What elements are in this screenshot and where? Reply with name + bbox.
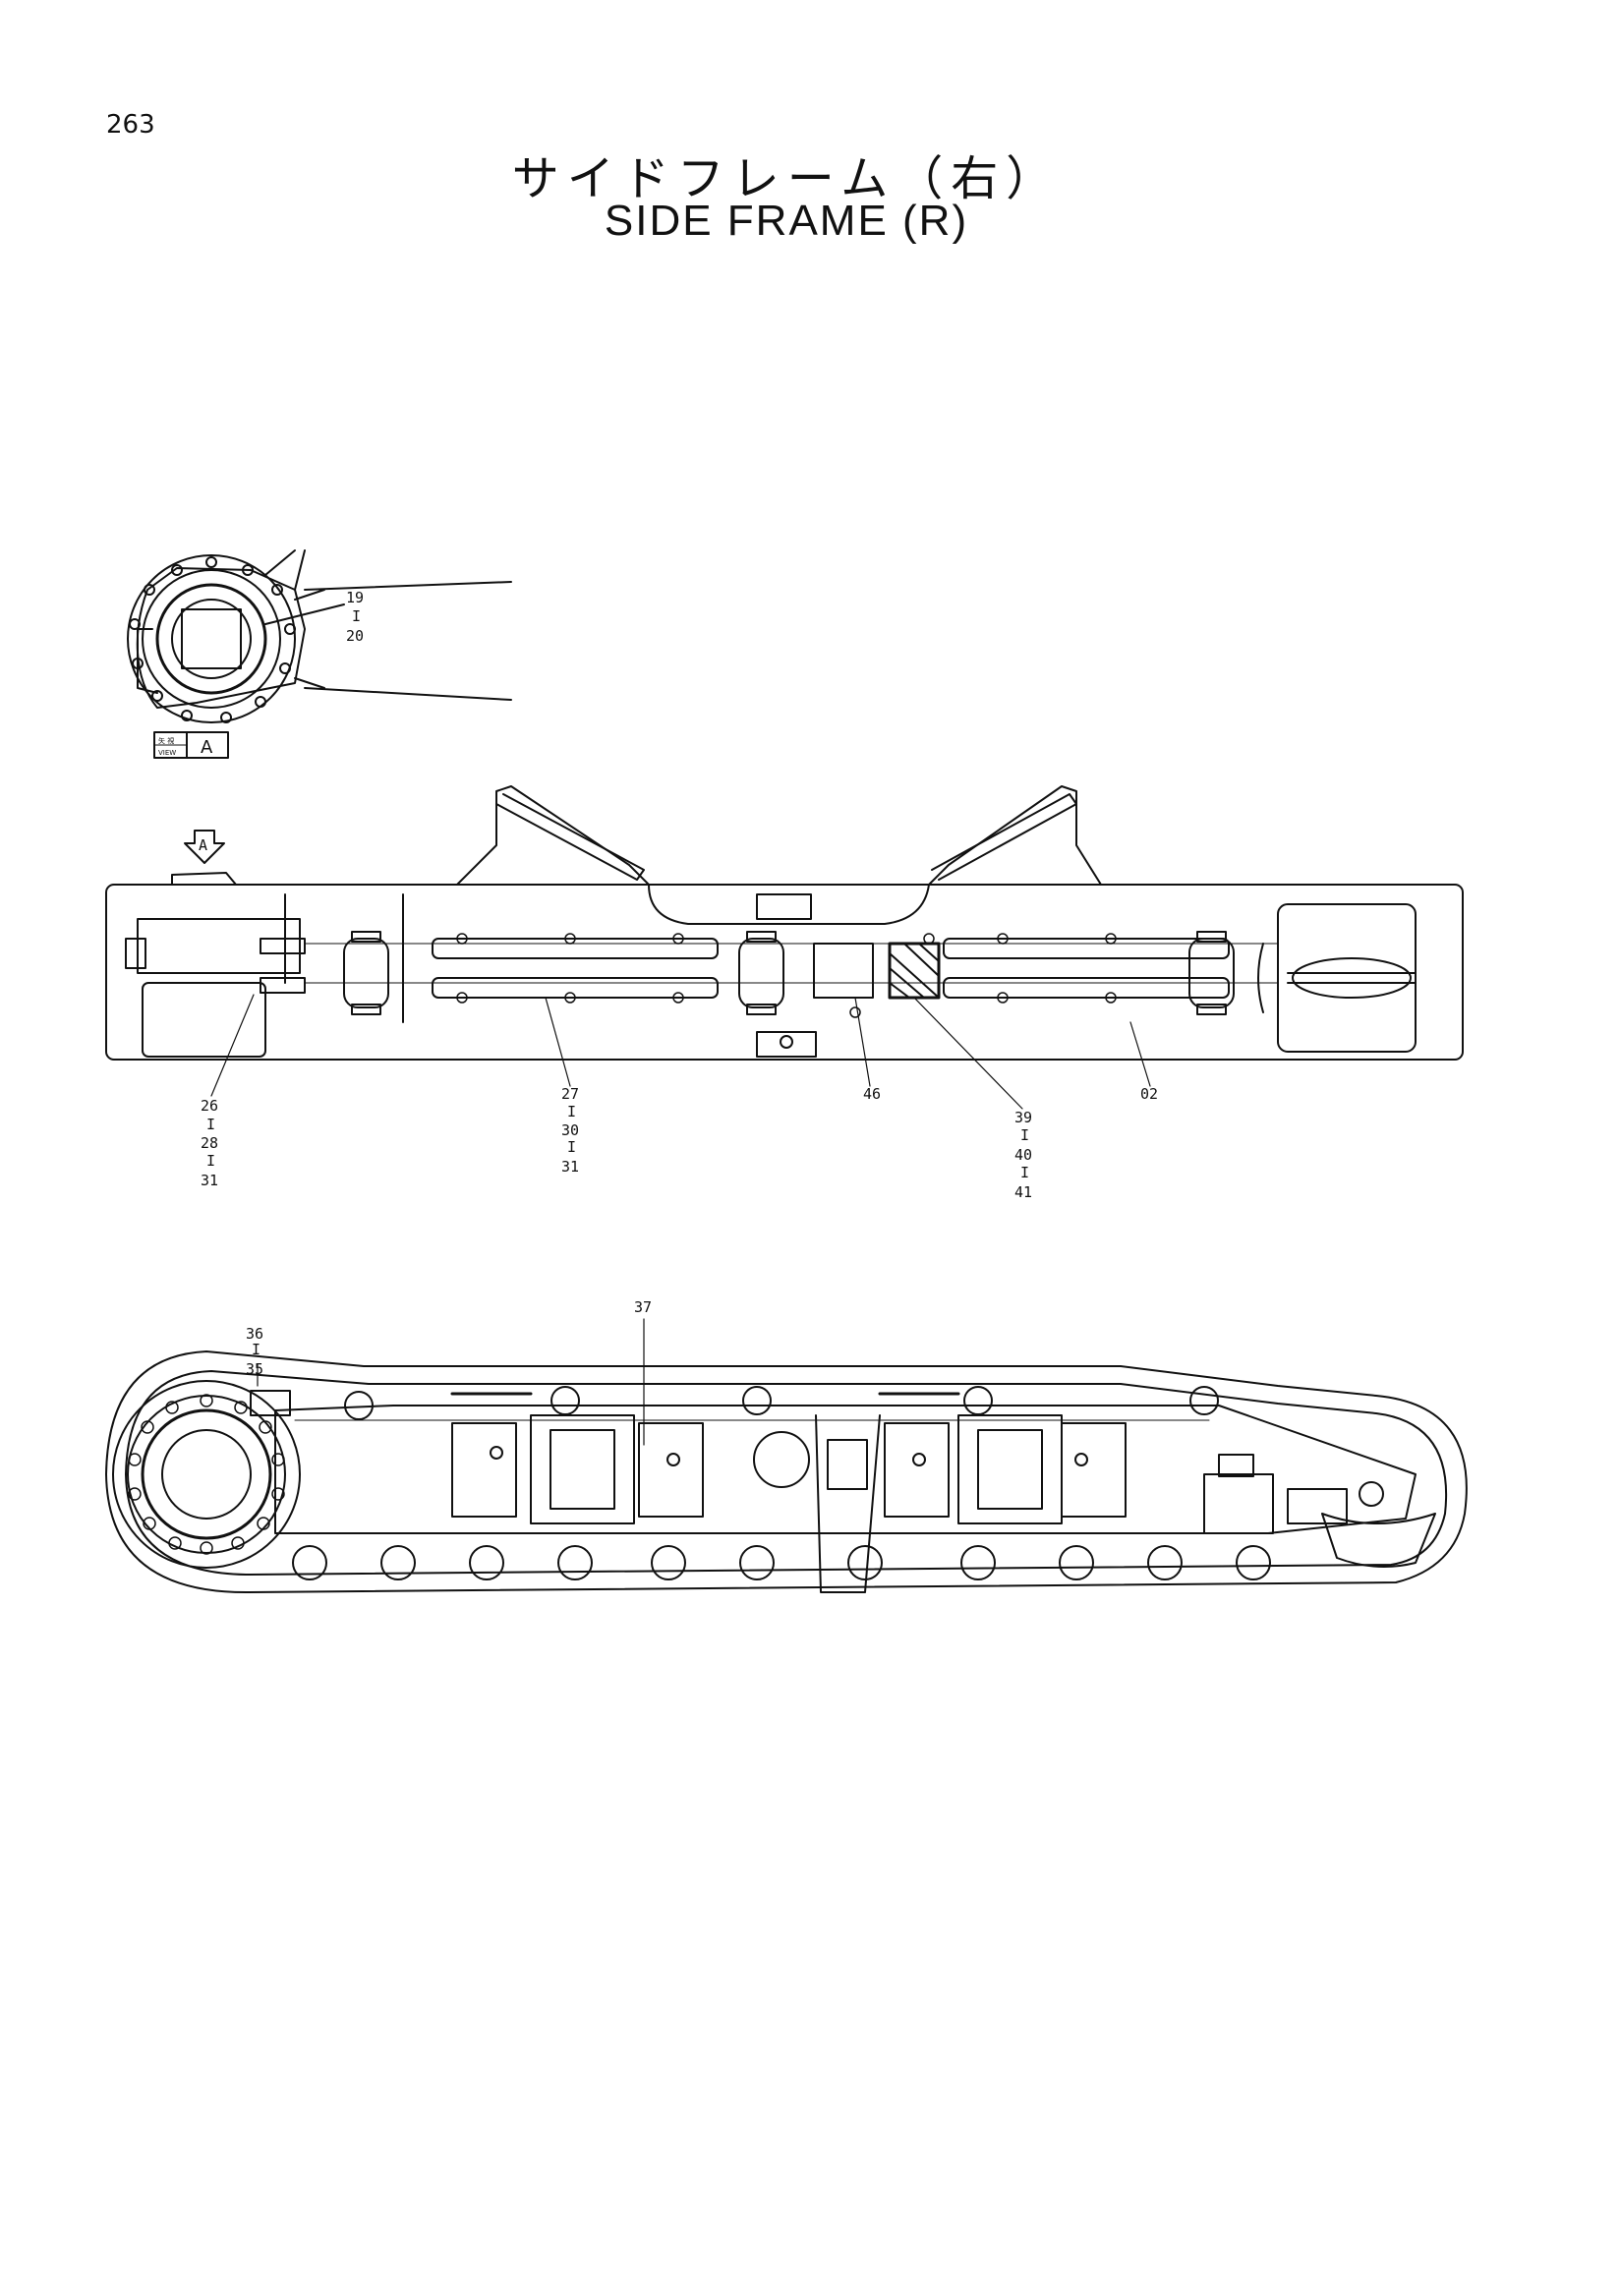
title-english: SIDE FRAME (R)	[604, 197, 969, 245]
page-number: 263	[106, 110, 155, 140]
callout-sep: I	[252, 1341, 260, 1358]
callout-46: 46	[863, 1085, 881, 1103]
view-a-box-label: A	[201, 737, 213, 758]
callout-31: 31	[561, 1158, 579, 1176]
title-japanese: サイドフレーム（右）	[511, 151, 1062, 206]
view-a-detail	[127, 549, 512, 723]
side-view-leaders	[257, 1318, 645, 1446]
callout-sep: I	[206, 1152, 215, 1170]
view-a-sprocket-teeth	[129, 556, 296, 723]
callout-19: 19	[346, 589, 364, 606]
callout-36: 36	[246, 1325, 263, 1343]
callout-sep: I	[206, 1116, 215, 1133]
callout-31: 31	[201, 1172, 218, 1189]
callout-sep: I	[1020, 1126, 1029, 1144]
view-a-box-small-bottom: VIEW	[158, 749, 176, 757]
callout-35: 35	[246, 1360, 263, 1378]
callout-40: 40	[1014, 1146, 1032, 1164]
view-a-arrow-label: A	[199, 836, 207, 854]
callout-sep: I	[567, 1103, 576, 1120]
callout-sep: I	[1020, 1164, 1029, 1181]
callout-37: 37	[634, 1298, 652, 1316]
callout-30: 30	[561, 1121, 579, 1139]
callout-sep: I	[352, 607, 361, 625]
callout-41: 41	[1014, 1183, 1032, 1201]
callout-20: 20	[346, 627, 364, 645]
side-frame-top-view	[105, 785, 1464, 1061]
callouts: 19 I 20 矢 視 VIEW A A 26 I 28 I 31 27 I 3…	[158, 589, 1158, 1378]
callout-02: 02	[1140, 1085, 1158, 1103]
callout-27: 27	[561, 1085, 579, 1103]
sprocket-teeth	[128, 1394, 285, 1555]
side-frame-side-view	[105, 1350, 1468, 1593]
view-a-arrow-icon	[184, 830, 225, 864]
top-view-leaders	[210, 994, 1151, 1110]
view-a-box-small-top: 矢 視	[158, 736, 174, 745]
callout-26: 26	[201, 1097, 218, 1115]
callout-28: 28	[201, 1134, 218, 1152]
view-a-label-box	[153, 731, 229, 759]
callout-39: 39	[1014, 1109, 1032, 1126]
leader-19	[264, 603, 345, 625]
callout-sep: I	[567, 1138, 576, 1156]
